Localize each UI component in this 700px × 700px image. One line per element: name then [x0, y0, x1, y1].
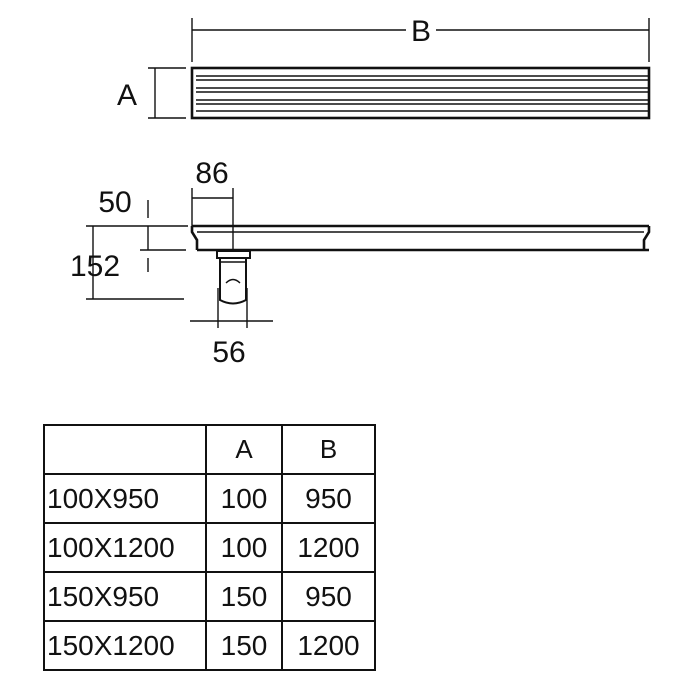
table-header-cell [43, 424, 207, 475]
table-cell-b: 950 [281, 473, 376, 524]
table-cell-model: 150X950 [43, 571, 207, 622]
table-cell-b: 1200 [281, 620, 376, 671]
table-cell-model: 100X950 [43, 473, 207, 524]
outlet-pipe-inner [225, 278, 241, 284]
dim-50-label: 50 [98, 186, 131, 219]
table-cell-model: 150X1200 [43, 620, 207, 671]
table-row: 150X950 150 950 [43, 571, 376, 622]
table-cell-model: 100X1200 [43, 522, 207, 573]
dim-56-label: 56 [212, 336, 245, 369]
top-view: B A [117, 15, 651, 120]
technical-drawing: B A 86 50 152 [70, 15, 651, 369]
table-header-cell: A [205, 424, 283, 475]
grate-outline [190, 66, 651, 120]
dim-152-label: 152 [70, 250, 120, 283]
table-row: 150X1200 150 1200 [43, 620, 376, 671]
table-cell-a: 150 [205, 620, 283, 671]
table-header-row: A B [43, 424, 376, 475]
table-cell-a: 100 [205, 522, 283, 573]
table-cell-a: 150 [205, 571, 283, 622]
channel-left-end [190, 226, 199, 250]
outlet-body [219, 258, 247, 305]
dim-b-label: B [411, 15, 431, 48]
table-row: 100X950 100 950 [43, 473, 376, 524]
table-row: 100X1200 100 1200 [43, 522, 376, 573]
side-view: 86 50 152 56 [70, 157, 651, 369]
table-cell-a: 100 [205, 473, 283, 524]
table-header-cell: B [281, 424, 376, 475]
dim-a-label: A [117, 79, 137, 112]
table-cell-b: 1200 [281, 522, 376, 573]
channel-right-end [642, 226, 651, 250]
dimension-table: A B 100X950 100 950 100X1200 100 1200 15… [43, 424, 376, 671]
dim-86-label: 86 [195, 157, 228, 190]
outlet-collar [216, 250, 251, 259]
table-cell-b: 950 [281, 571, 376, 622]
